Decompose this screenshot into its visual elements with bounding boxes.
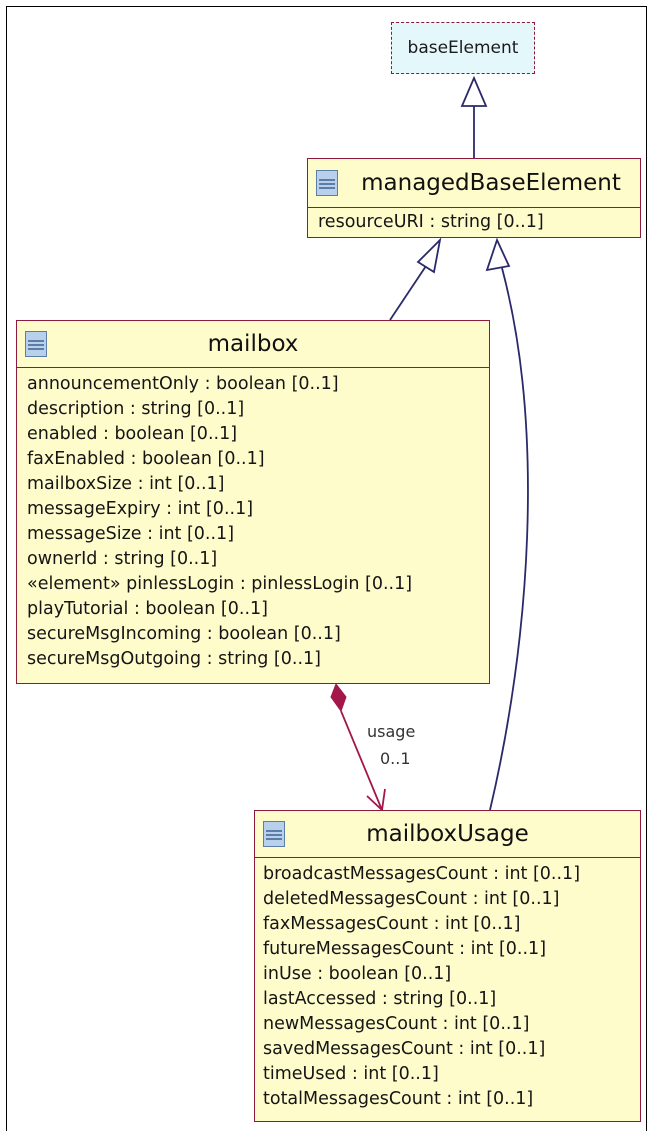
attribute: deletedMessagesCount : int [0..1] (263, 889, 560, 909)
class-header: mailbox (17, 321, 489, 368)
attribute: faxMessagesCount : int [0..1] (263, 914, 521, 934)
attribute: timeUsed : int [0..1] (263, 1064, 439, 1084)
attribute: enabled : boolean [0..1] (27, 424, 238, 444)
base-element-name: baseElement (407, 38, 519, 58)
class-managed-base-element[interactable]: managedBaseElement resourceURI : string … (307, 158, 641, 238)
attribute: playTutorial : boolean [0..1] (27, 599, 268, 619)
attribute: broadcastMessagesCount : int [0..1] (263, 864, 581, 884)
composition-arrowhead (366, 788, 386, 812)
attribute: lastAccessed : string [0..1] (263, 989, 497, 1009)
class-header: mailboxUsage (255, 811, 640, 858)
attribute-list: resourceURI : string [0..1] (308, 208, 640, 235)
class-icon (316, 170, 338, 196)
attribute: savedMessagesCount : int [0..1] (263, 1039, 546, 1059)
class-icon (25, 331, 47, 357)
attribute: futureMessagesCount : int [0..1] (263, 939, 547, 959)
generalization-line-mailbox-to-managed (389, 265, 427, 321)
attribute: totalMessagesCount : int [0..1] (263, 1089, 534, 1109)
generalization-line-usage-to-managed (489, 267, 529, 811)
attribute: messageExpiry : int [0..1] (27, 499, 254, 519)
base-element-box[interactable]: baseElement (391, 22, 535, 74)
attribute: secureMsgIncoming : boolean [0..1] (27, 624, 341, 644)
attribute: inUse : boolean [0..1] (263, 964, 452, 984)
attribute: newMessagesCount : int [0..1] (263, 1014, 530, 1034)
attribute: «element» pinlessLogin : pinlessLogin [0… (27, 574, 413, 594)
composition-line (340, 710, 383, 811)
attribute: secureMsgOutgoing : string [0..1] (27, 649, 321, 669)
attribute: faxEnabled : boolean [0..1] (27, 449, 265, 469)
attribute: description : string [0..1] (27, 399, 245, 419)
class-name: mailbox (207, 331, 299, 357)
attribute: announcementOnly : boolean [0..1] (27, 374, 339, 394)
attribute: ownerId : string [0..1] (27, 549, 218, 569)
diagram-frame (6, 6, 647, 1131)
association-role-label: usage (367, 722, 416, 741)
attribute-list: announcementOnly : boolean [0..1] descri… (17, 368, 489, 672)
class-name: mailboxUsage (366, 821, 529, 847)
class-name: managedBaseElement (361, 170, 621, 196)
attribute-list: broadcastMessagesCount : int [0..1] dele… (255, 858, 640, 1112)
class-mailbox-usage[interactable]: mailboxUsage broadcastMessagesCount : in… (254, 810, 641, 1122)
attribute: messageSize : int [0..1] (27, 524, 235, 544)
class-icon (263, 821, 285, 847)
attribute: mailboxSize : int [0..1] (27, 474, 225, 494)
association-multiplicity-label: 0..1 (380, 749, 411, 768)
generalization-arrow-managed-right (485, 237, 511, 272)
attribute: resourceURI : string [0..1] (318, 212, 544, 232)
composition-diamond (330, 682, 347, 713)
class-header: managedBaseElement (308, 159, 640, 208)
generalization-arrow-managed-left (416, 237, 442, 274)
class-mailbox[interactable]: mailbox announcementOnly : boolean [0..1… (16, 320, 490, 684)
generalization-arrow-base (460, 75, 488, 107)
